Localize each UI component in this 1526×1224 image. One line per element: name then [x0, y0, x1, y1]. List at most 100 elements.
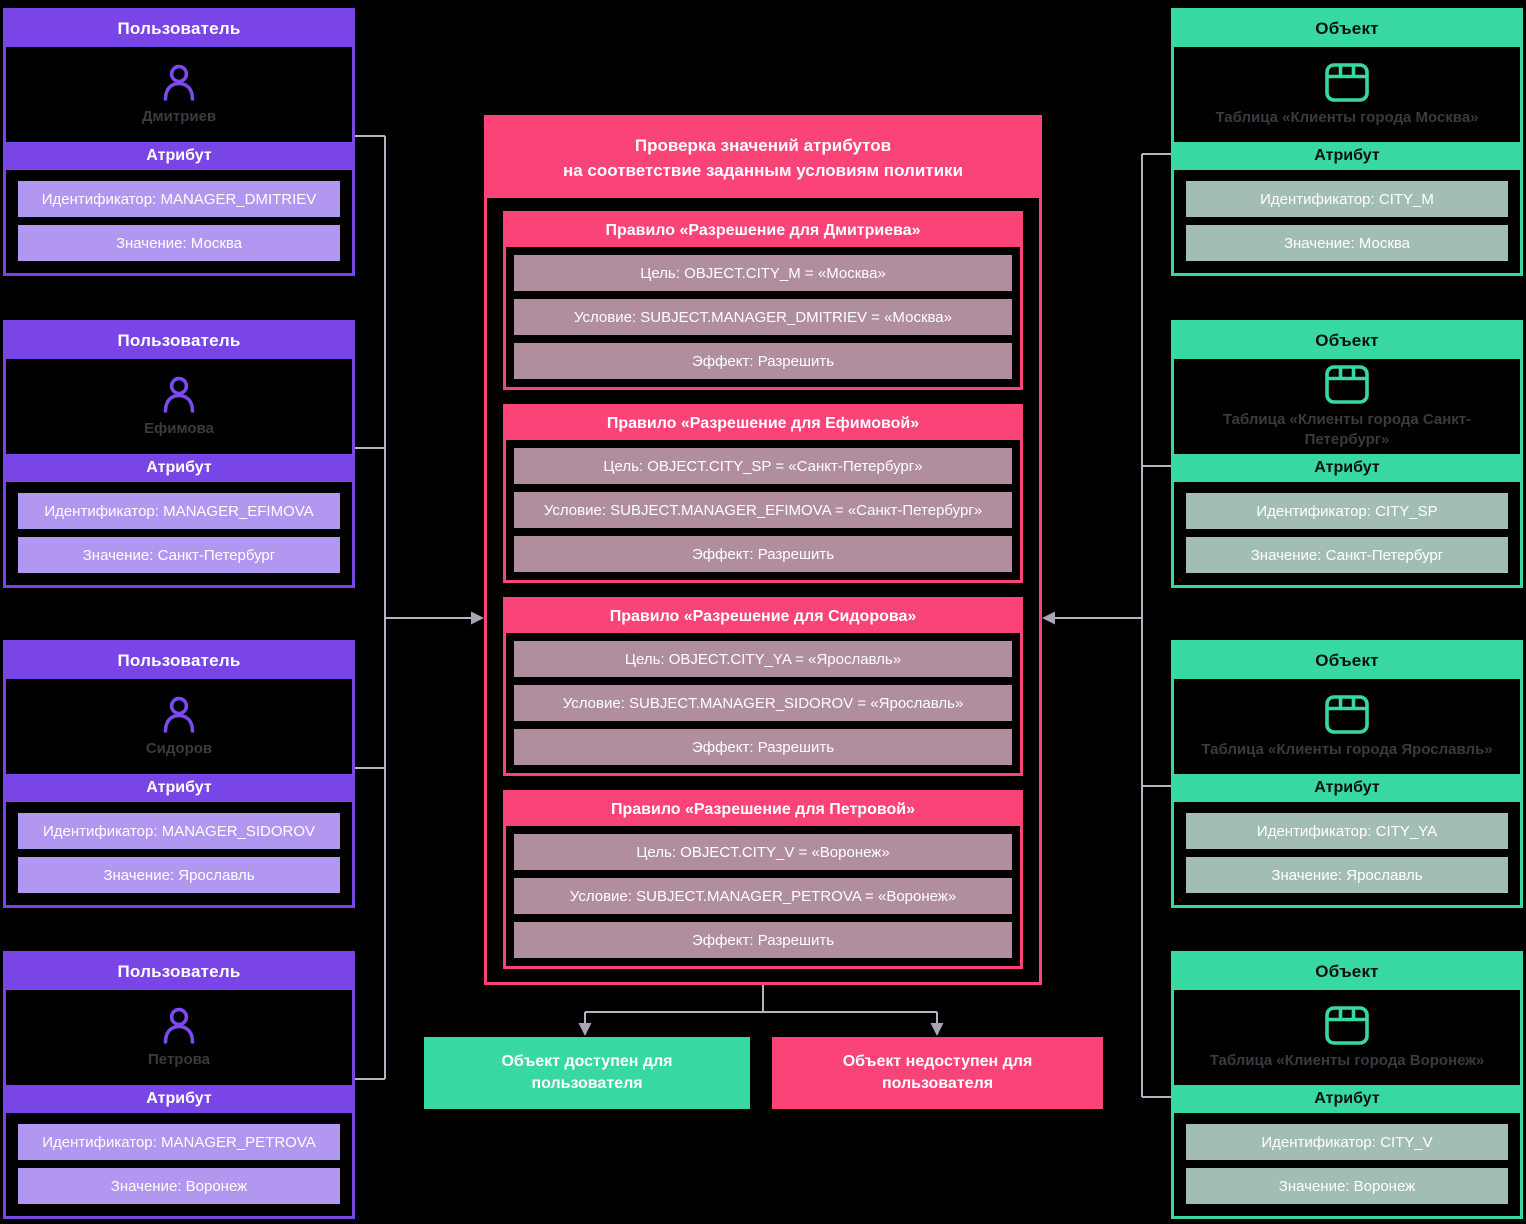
user-card-body: Сидоров — [6, 679, 352, 774]
rule-title: Правило «Разрешение для Сидорова» — [506, 600, 1020, 633]
rule-body: Цель: OBJECT.CITY_YA = «Ярославль» Услов… — [506, 633, 1020, 773]
table-icon — [1325, 1006, 1369, 1045]
object-card-body: Таблица «Клиенты города Воронеж» — [1174, 990, 1520, 1085]
object-card-spb: Объект Таблица «Клиенты города Санкт-Пет… — [1171, 320, 1523, 588]
rule-efimova: Правило «Разрешение для Ефимовой» Цель: … — [503, 404, 1023, 583]
object-name: Таблица «Клиенты города Ярославль» — [1201, 741, 1493, 759]
user-icon — [163, 696, 195, 733]
object-card-body: Таблица «Клиенты города Москва» — [1174, 47, 1520, 142]
attribute-rows: Идентификатор: MANAGER_EFIMOVA Значение:… — [6, 482, 352, 585]
attribute-rows: Идентификатор: CITY_M Значение: Москва — [1174, 170, 1520, 273]
rule-target: Цель: OBJECT.CITY_V = «Воронеж» — [514, 834, 1012, 870]
rule-condition: Условие: SUBJECT.MANAGER_EFIMOVA = «Санк… — [514, 492, 1012, 528]
rule-effect: Эффект: Разрешить — [514, 729, 1012, 765]
rule-body: Цель: OBJECT.CITY_SP = «Санкт-Петербург»… — [506, 440, 1020, 580]
attribute-value: Значение: Воронеж — [1186, 1168, 1508, 1204]
outcome-access-granted: Объект доступен для пользователя — [424, 1037, 750, 1109]
user-name: Сидоров — [145, 740, 213, 758]
outcome-access-granted-label: Объект доступен для пользователя — [501, 1053, 673, 1092]
attribute-rows: Идентификатор: MANAGER_PETROVA Значение:… — [6, 1113, 352, 1216]
user-icon — [163, 64, 195, 101]
rule-body: Цель: OBJECT.CITY_M = «Москва» Условие: … — [506, 247, 1020, 387]
attribute-rows: Идентификатор: CITY_SP Значение: Санкт-П… — [1174, 482, 1520, 585]
attribute-identifier: Идентификатор: CITY_YA — [1186, 813, 1508, 849]
attribute-rows: Идентификатор: CITY_V Значение: Воронеж — [1174, 1113, 1520, 1216]
attribute-rows: Идентификатор: MANAGER_DMITRIEV Значение… — [6, 170, 352, 273]
object-card-body: Таблица «Клиенты города Санкт-Петербург» — [1174, 359, 1520, 454]
user-card-body: Петрова — [6, 990, 352, 1085]
attribute-value: Значение: Москва — [1186, 225, 1508, 261]
object-card-moscow: Объект Таблица «Клиенты города Москва» А… — [1171, 8, 1523, 276]
object-card-yaroslavl: Объект Таблица «Клиенты города Ярославль… — [1171, 640, 1523, 908]
rule-body: Цель: OBJECT.CITY_V = «Воронеж» Условие:… — [506, 826, 1020, 966]
table-icon — [1325, 695, 1369, 734]
object-name: Таблица «Клиенты города Санкт-Петербург» — [1222, 411, 1472, 448]
rule-dmitriev: Правило «Разрешение для Дмитриева» Цель:… — [503, 211, 1023, 390]
user-card-dmitriev: Пользователь Дмитриев Атрибут Идентифика… — [3, 8, 355, 276]
policy-title-line1: Проверка значений атрибутов — [634, 135, 892, 155]
object-card-title: Объект — [1174, 11, 1520, 48]
user-card-title: Пользователь — [6, 954, 352, 991]
user-card-efimova: Пользователь Ефимова Атрибут Идентификат… — [3, 320, 355, 588]
user-name: Ефимова — [144, 420, 214, 438]
user-card-title: Пользователь — [6, 643, 352, 680]
attribute-header: Атрибут — [6, 773, 352, 802]
rule-title: Правило «Разрешение для Петровой» — [506, 793, 1020, 826]
user-card-sidorov: Пользователь Сидоров Атрибут Идентификат… — [3, 640, 355, 908]
policy-check-panel: Проверка значений атрибутов на соответст… — [484, 115, 1042, 985]
user-card-body: Дмитриев — [6, 47, 352, 142]
attribute-rows: Идентификатор: MANAGER_SIDOROV Значение:… — [6, 802, 352, 905]
user-name: Петрова — [148, 1051, 210, 1069]
object-name: Таблица «Клиенты города Москва» — [1215, 109, 1479, 127]
rule-condition: Условие: SUBJECT.MANAGER_DMITRIEV = «Мос… — [514, 299, 1012, 335]
table-icon — [1325, 365, 1369, 405]
rule-title: Правило «Разрешение для Дмитриева» — [506, 214, 1020, 247]
attribute-header: Атрибут — [6, 453, 352, 482]
rule-effect: Эффект: Разрешить — [514, 343, 1012, 379]
rule-effect: Эффект: Разрешить — [514, 536, 1012, 572]
user-card-title: Пользователь — [6, 11, 352, 48]
user-card-title: Пользователь — [6, 323, 352, 360]
rule-condition: Условие: SUBJECT.MANAGER_PETROVA = «Воро… — [514, 878, 1012, 914]
object-card-voronezh: Объект Таблица «Клиенты города Воронеж» … — [1171, 951, 1523, 1219]
attribute-header: Атрибут — [1174, 453, 1520, 482]
rule-condition: Условие: SUBJECT.MANAGER_SIDOROV = «Ярос… — [514, 685, 1012, 721]
attribute-value: Значение: Москва — [18, 225, 340, 261]
user-name: Дмитриев — [141, 108, 217, 126]
attribute-value: Значение: Воронеж — [18, 1168, 340, 1204]
object-name: Таблица «Клиенты города Воронеж» — [1209, 1052, 1485, 1070]
object-card-title: Объект — [1174, 954, 1520, 991]
user-card-body: Ефимова — [6, 359, 352, 454]
attribute-header: Атрибут — [1174, 1084, 1520, 1113]
object-card-title: Объект — [1174, 323, 1520, 360]
attribute-header: Атрибут — [6, 141, 352, 170]
rule-petrova: Правило «Разрешение для Петровой» Цель: … — [503, 790, 1023, 969]
attribute-identifier: Идентификатор: CITY_M — [1186, 181, 1508, 217]
attribute-rows: Идентификатор: CITY_YA Значение: Ярослав… — [1174, 802, 1520, 905]
attribute-value: Значение: Санкт-Петербург — [1186, 537, 1508, 573]
policy-panel-title: Проверка значений атрибутов на соответст… — [487, 118, 1039, 198]
rule-title: Правило «Разрешение для Ефимовой» — [506, 407, 1020, 440]
attribute-value: Значение: Ярославль — [18, 857, 340, 893]
attribute-value: Значение: Санкт-Петербург — [18, 537, 340, 573]
object-card-title: Объект — [1174, 643, 1520, 680]
attribute-identifier: Идентификатор: MANAGER_SIDOROV — [18, 813, 340, 849]
attribute-identifier: Идентификатор: MANAGER_PETROVA — [18, 1124, 340, 1160]
attribute-identifier: Идентификатор: CITY_V — [1186, 1124, 1508, 1160]
attribute-identifier: Идентификатор: CITY_SP — [1186, 493, 1508, 529]
attribute-header: Атрибут — [1174, 141, 1520, 170]
outcome-access-denied: Объект недоступен для пользователя — [772, 1037, 1103, 1109]
rule-effect: Эффект: Разрешить — [514, 922, 1012, 958]
object-card-body: Таблица «Клиенты города Ярославль» — [1174, 679, 1520, 774]
user-card-petrova: Пользователь Петрова Атрибут Идентификат… — [3, 951, 355, 1219]
attribute-identifier: Идентификатор: MANAGER_EFIMOVA — [18, 493, 340, 529]
user-icon — [163, 376, 195, 413]
outcome-access-denied-label: Объект недоступен для пользователя — [842, 1053, 1033, 1092]
attribute-header: Атрибут — [1174, 773, 1520, 802]
attribute-header: Атрибут — [6, 1084, 352, 1113]
rule-target: Цель: OBJECT.CITY_M = «Москва» — [514, 255, 1012, 291]
attribute-identifier: Идентификатор: MANAGER_DMITRIEV — [18, 181, 340, 217]
attribute-value: Значение: Ярославль — [1186, 857, 1508, 893]
policy-title-line2: на соответствие заданным условиям полити… — [562, 161, 964, 180]
